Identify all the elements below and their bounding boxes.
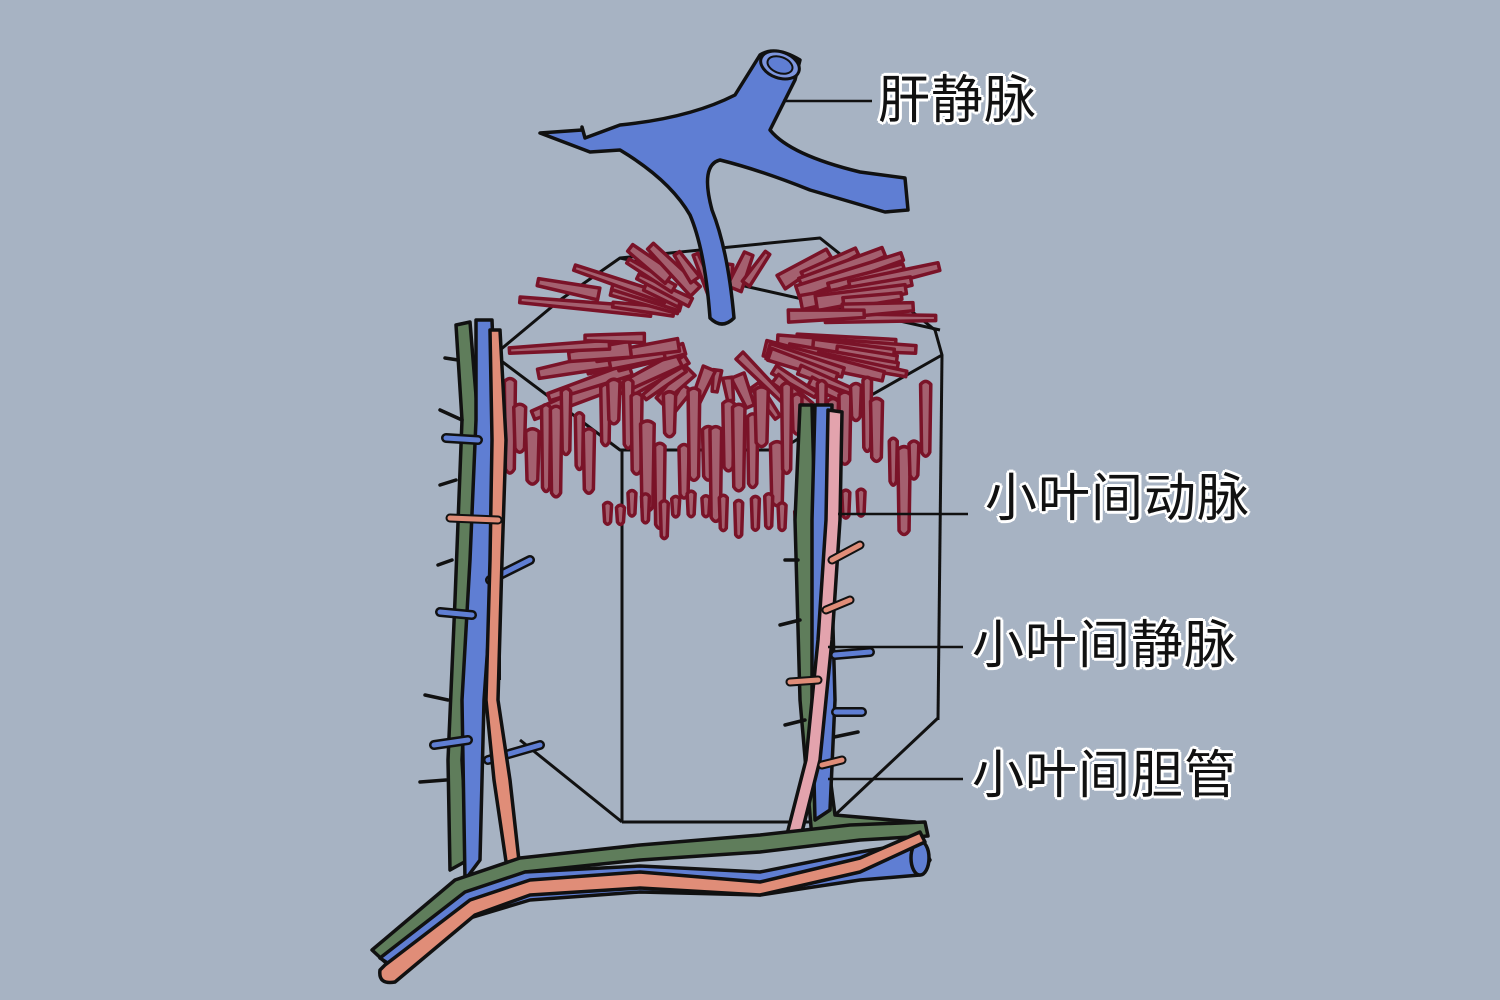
label-interlobular-bile-duct: 小叶间胆管 — [972, 746, 1238, 806]
left-portal-triad — [418, 318, 545, 882]
leader-lines — [783, 99, 968, 781]
hepatic-vein — [538, 49, 910, 326]
label-interlobular-artery: 小叶间动脉 — [985, 469, 1251, 529]
label-hepatic-vein: 肝静脉 — [878, 71, 1038, 131]
right-portal-triad — [778, 403, 920, 842]
bottom-interlobular-artery — [378, 830, 927, 985]
label-interlobular-vein: 小叶间静脉 — [972, 616, 1238, 676]
bottom-portal-triad — [370, 820, 932, 985]
